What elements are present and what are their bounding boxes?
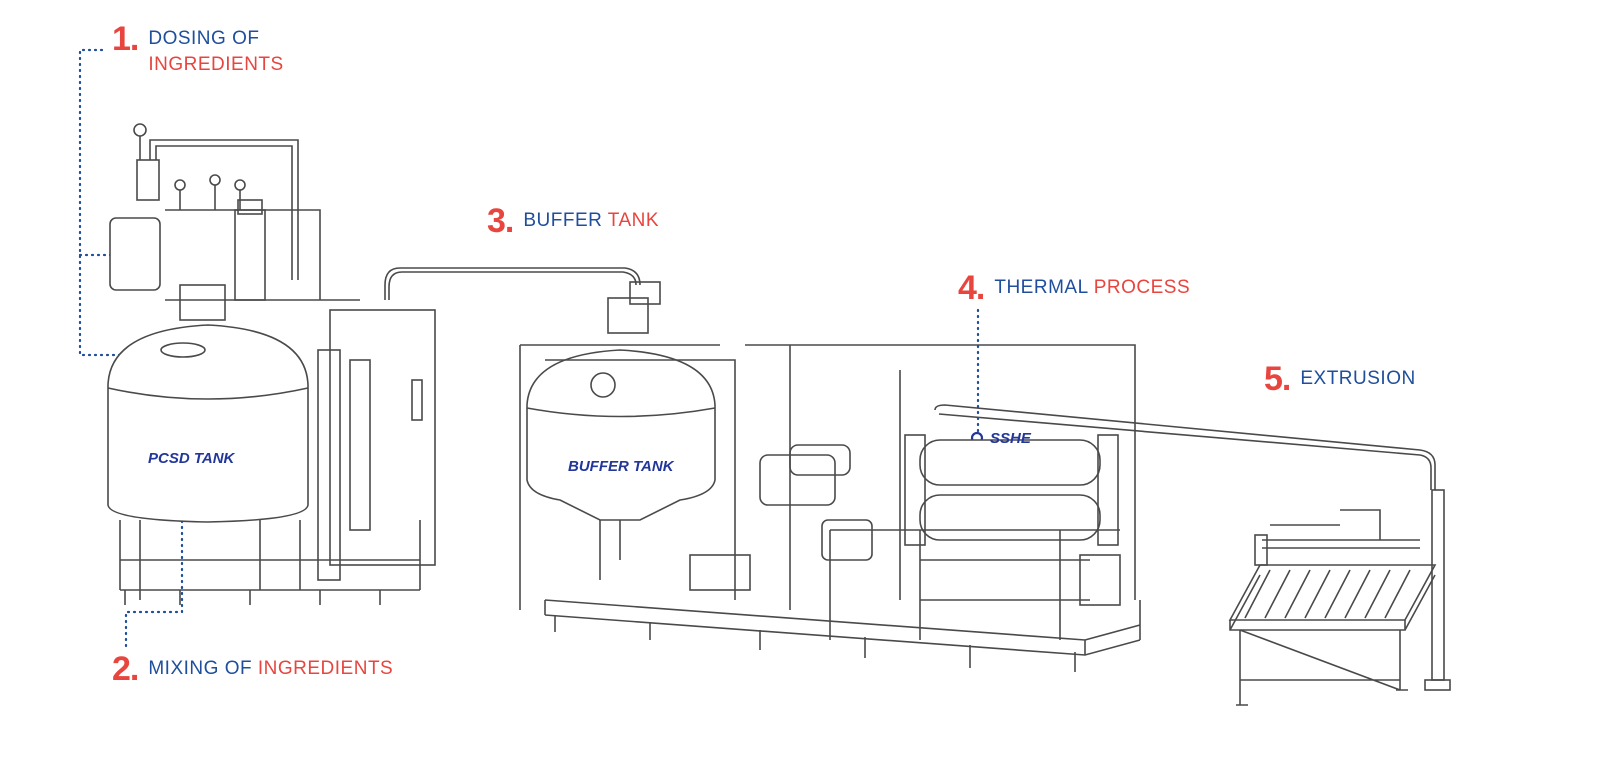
step-1-label: 1. DOSING OF INGREDIENTS: [112, 22, 284, 78]
step-title-blue: BUFFER: [523, 210, 603, 231]
step-number: 3.: [487, 202, 514, 240]
step-5-label: 5. EXTRUSION: [1264, 362, 1416, 396]
step-4-label: 4. THERMAL PROCESS: [958, 271, 1190, 305]
step-title-red: INGREDIENTS: [148, 54, 284, 75]
step-number: 1.: [112, 20, 139, 58]
step-number: 2.: [112, 650, 139, 688]
step-title-red: INGREDIENTS: [257, 658, 394, 679]
step-title-blue: THERMAL: [994, 277, 1088, 298]
sshe-tag: SSHE: [990, 430, 1031, 447]
buffer-tank-tag: BUFFER TANK: [568, 458, 674, 475]
step-3-label: 3. BUFFER TANK: [487, 204, 659, 238]
step-number: 5.: [1264, 360, 1291, 398]
step-2-label: 2. MIXING OF INGREDIENTS: [112, 652, 393, 686]
step-title-blue: MIXING OF: [148, 658, 253, 679]
step-title-red: TANK: [607, 210, 660, 231]
step-title-red: PROCESS: [1093, 277, 1191, 298]
step-title-blue: DOSING OF: [148, 28, 260, 49]
step-title-blue: EXTRUSION: [1300, 368, 1416, 389]
base-frame: [544, 599, 1141, 656]
callout-lines: [78, 48, 980, 652]
pcsd-tank-unit: [107, 123, 436, 605]
step-number: 4.: [958, 269, 985, 307]
sshe-unit: [829, 404, 1436, 640]
transfer-pipe-1: [384, 267, 641, 300]
buffer-tank-unit: [519, 281, 1136, 610]
extrusion-unit: [1228, 489, 1451, 706]
pcsd-tank-tag: PCSD TANK: [148, 450, 235, 467]
